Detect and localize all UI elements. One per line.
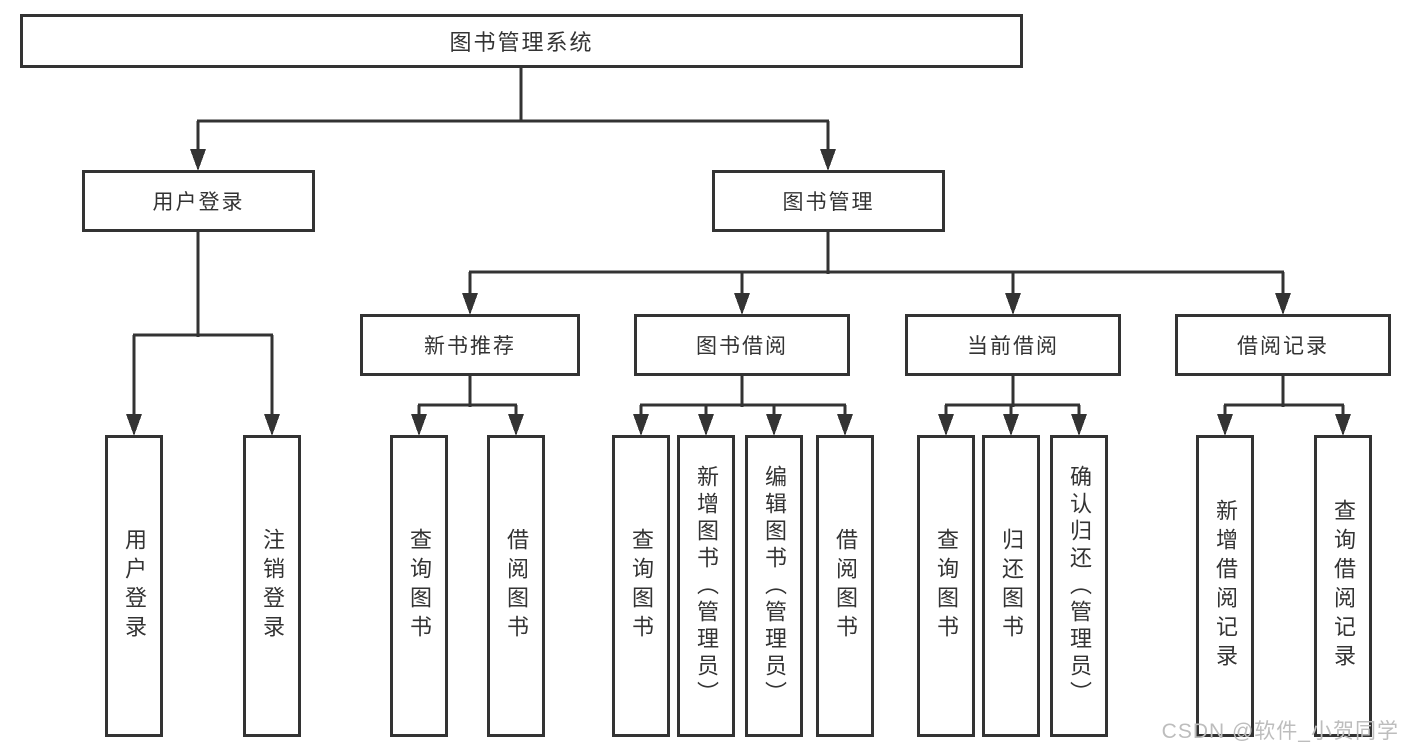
leaf-borrow-books-recommend: 借阅图书 [487,435,545,737]
leaf-add-book-admin: 新增图书（管理员） [677,435,735,737]
leaf-query-books-current: 查询图书 [917,435,975,737]
node-user-login: 用户登录 [82,170,315,232]
watermark: CSDN @软件_小贺同学 [1161,720,1399,743]
leaf-query-borrow-record: 查询借阅记录 [1314,435,1372,737]
leaf-confirm-return-admin: 确认归还（管理员） [1050,435,1108,737]
leaf-query-books-borrowing: 查询图书 [612,435,670,737]
leaf-query-books-recommend: 查询图书 [390,435,448,737]
node-book-management: 图书管理 [712,170,945,232]
node-library-management-system: 图书管理系统 [20,14,1023,68]
leaf-return-books: 归还图书 [982,435,1040,737]
leaf-edit-book-admin: 编辑图书（管理员） [745,435,803,737]
node-current-borrowing: 当前借阅 [905,314,1121,376]
leaf-logout: 注销登录 [243,435,301,737]
node-new-book-recommendation: 新书推荐 [360,314,580,376]
leaf-borrow-books-borrowing: 借阅图书 [816,435,874,737]
leaf-user-login: 用户登录 [105,435,163,737]
node-borrowing-records: 借阅记录 [1175,314,1391,376]
node-book-borrowing: 图书借阅 [634,314,850,376]
leaf-add-borrow-record: 新增借阅记录 [1196,435,1254,737]
